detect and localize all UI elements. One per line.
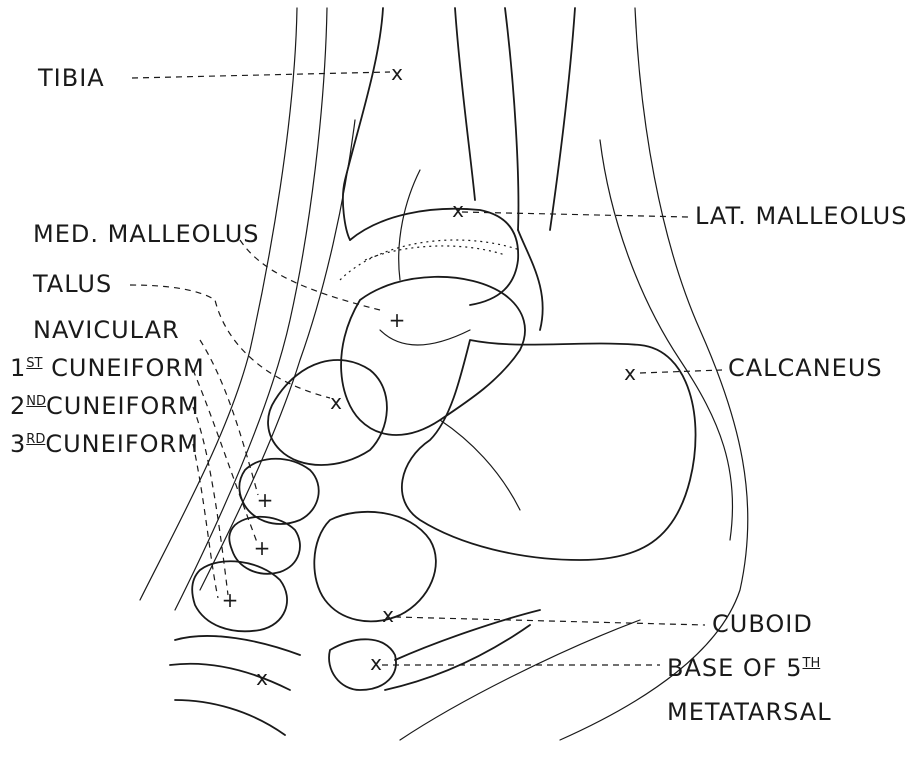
label-2nd-word: CUNEIFORM	[46, 392, 200, 420]
label-3rd-word: CUNEIFORM	[45, 430, 199, 458]
label-base-of-5th: BASE OF 5TH	[667, 656, 820, 680]
marker-1st-cuneiform: +	[254, 536, 271, 560]
label-2nd-num: 2	[10, 392, 26, 420]
talar-dome-dotted-2	[365, 246, 505, 260]
label-1st-cuneiform: 1ST CUNEIFORM	[10, 356, 205, 380]
leader-cuboid	[395, 617, 705, 625]
label-base-of-5th-prefix: BASE OF 5	[667, 654, 803, 682]
fibula-lateral	[550, 8, 575, 230]
skin-lateral-2	[600, 140, 733, 540]
tibia-inner	[399, 170, 420, 280]
plantar-line	[400, 620, 640, 740]
navicular-outline	[268, 360, 387, 465]
tibia-shaft-medial	[343, 8, 383, 240]
leader-1st-cuneiform	[193, 370, 258, 545]
tibia-shaft-lateral	[455, 8, 475, 200]
label-1st-num: 1	[10, 354, 26, 382]
label-med-malleolus: MED. MALLEOLUS	[33, 222, 260, 246]
cuneiform-3	[192, 561, 287, 631]
cuboid-outline	[314, 512, 436, 622]
label-3rd-cuneiform: 3RDCUNEIFORM	[10, 432, 199, 456]
marker-tibia: x	[391, 61, 403, 85]
label-1st-suffix: ST	[26, 356, 42, 371]
marker-3rd-cuneiform: x	[256, 666, 268, 690]
marker-2nd-cuneiform: +	[222, 588, 239, 612]
marker-navicular: +	[257, 488, 274, 512]
label-2nd-cuneiform: 2NDCUNEIFORM	[10, 394, 200, 418]
label-3rd-num: 3	[10, 430, 26, 458]
label-3rd-suffix: RD	[26, 432, 45, 447]
label-cuboid: CUBOID	[712, 612, 813, 636]
marker-med-malleolus: +	[389, 308, 406, 332]
metatarsal-5-shaft	[395, 610, 540, 660]
marker-5th-metatarsal: x	[370, 651, 382, 675]
label-tibia: TIBIA	[38, 66, 105, 90]
cuneiform-1	[239, 459, 318, 524]
talus-outline	[341, 277, 525, 435]
label-1st-word: CUNEIFORM	[42, 354, 204, 382]
label-talus: TALUS	[33, 272, 112, 296]
skin-medial-2	[175, 8, 327, 610]
leader-tibia	[132, 72, 390, 78]
label-metatarsal: METATARSAL	[667, 700, 832, 724]
calcaneus-inner	[440, 420, 520, 510]
skin-medial-1	[140, 8, 297, 600]
marker-talus: x	[330, 390, 342, 414]
label-lat-malleolus: LAT. MALLEOLUS	[695, 204, 907, 228]
metatarsal-2	[170, 664, 290, 690]
talus-head	[380, 330, 470, 345]
label-2nd-suffix: ND	[26, 394, 46, 409]
leader-navicular	[200, 340, 258, 495]
fibula-medial	[505, 8, 518, 230]
label-navicular: NAVICULAR	[33, 318, 180, 342]
metatarsal-1	[175, 636, 300, 655]
marker-lat-malleolus: x	[452, 198, 464, 222]
label-calcaneus: CALCANEUS	[728, 356, 883, 380]
marker-cuboid: x	[382, 603, 394, 627]
metatarsal-3	[175, 700, 285, 735]
label-base-of-5th-suffix: TH	[803, 656, 821, 671]
marker-calcaneus: x	[624, 361, 636, 385]
